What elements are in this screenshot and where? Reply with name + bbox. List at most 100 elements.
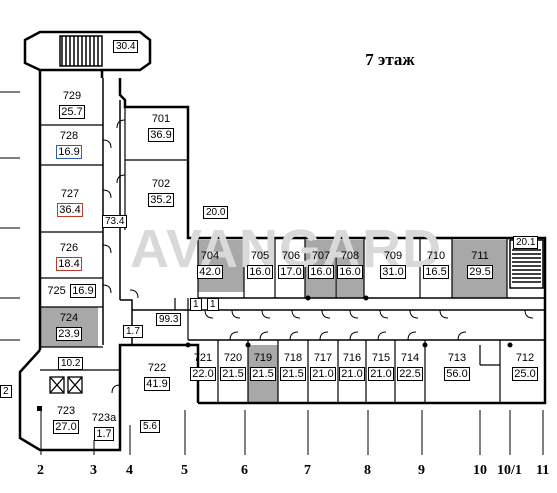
room-area: 29.5 [467, 265, 493, 279]
stair-top-hatch [59, 35, 103, 67]
floor-title: 7 этаж [365, 50, 415, 69]
room-area: 18.4 [56, 257, 82, 271]
room-729[interactable]: 729 25.7 [56, 90, 88, 120]
room-area: 25.7 [59, 105, 85, 119]
room-711[interactable]: 711 29.5 [463, 250, 497, 280]
tag-corridor-993: 99.3 [156, 313, 182, 326]
room-area: 36.9 [148, 128, 174, 142]
outer-walls [18, 30, 547, 452]
room-710[interactable]: 710 16.5 [421, 250, 451, 280]
room-727[interactable]: 727 36.4 [53, 188, 87, 218]
room-712[interactable]: 712 25.0 [508, 352, 542, 382]
room-area: 21.5 [250, 367, 276, 381]
room-number: 725 [47, 285, 66, 297]
room-714[interactable]: 714 22.5 [395, 352, 425, 382]
axis-lines [0, 91, 544, 455]
room-number: 712 [515, 352, 535, 364]
room-716[interactable]: 716 21.0 [337, 352, 367, 382]
room-726[interactable]: 726 18.4 [53, 242, 85, 272]
room-area: 16.9 [56, 145, 82, 159]
room-708[interactable]: 708 16.0 [335, 250, 365, 280]
axis-label: 8 [364, 463, 371, 478]
axis-label: 6 [241, 463, 248, 478]
room-area: 31.0 [380, 265, 406, 279]
door-arcs [102, 119, 534, 394]
room-713[interactable]: 713 56.0 [440, 352, 474, 382]
room-702[interactable]: 702 35.2 [144, 178, 178, 208]
room-718[interactable]: 718 21.5 [278, 352, 308, 382]
room-area: 16.5 [423, 265, 449, 279]
room-number: 718 [283, 352, 303, 364]
room-area: 22.5 [397, 367, 423, 381]
room-number: 711 [471, 250, 489, 262]
room-728[interactable]: 728 16.9 [53, 130, 85, 160]
room-723[interactable]: 723 27.0 [50, 405, 82, 435]
room-area: 41.9 [144, 377, 170, 391]
room-724[interactable]: 724 23.9 [53, 312, 85, 342]
room-area: 21.0 [310, 367, 336, 381]
room-area: 21.5 [280, 367, 306, 381]
room-number: 721 [193, 352, 213, 364]
room-704[interactable]: 704 42.0 [195, 250, 225, 280]
room-719[interactable]: 719 21.5 [248, 352, 278, 382]
room-number: 715 [371, 352, 391, 364]
room-717[interactable]: 717 21.0 [308, 352, 338, 382]
room-number: 726 [59, 242, 79, 254]
room-area: 16.0 [247, 265, 273, 279]
room-area: 25.0 [512, 367, 538, 381]
axis-label: 4 [126, 463, 133, 478]
room-area: 35.2 [148, 193, 174, 207]
room-area: 16.0 [337, 265, 363, 279]
room-number: 707 [311, 250, 331, 262]
room-number: 709 [383, 250, 403, 262]
room-number: 705 [250, 250, 270, 262]
room-725[interactable]: 725 16.9 [44, 281, 99, 299]
tag-small-56: 5.6 [140, 420, 160, 433]
room-number: 706 [281, 250, 301, 262]
room-number: 713 [447, 352, 467, 364]
room-area: 16.0 [308, 265, 334, 279]
room-number: 708 [340, 250, 360, 262]
room-721[interactable]: 721 22.0 [188, 352, 218, 382]
room-722[interactable]: 722 41.9 [140, 362, 174, 392]
room-number: 729 [62, 90, 82, 102]
room-number: 727 [60, 188, 80, 200]
room-number: 710 [426, 250, 446, 262]
room-area: 36.4 [57, 203, 83, 217]
room-area: 16.9 [70, 284, 96, 298]
tag-one-a: 1 [190, 298, 202, 311]
axis-label: 9 [418, 463, 425, 478]
room-number: 728 [59, 130, 79, 142]
room-number: 722 [147, 362, 167, 374]
column-dots [185, 295, 513, 348]
room-705[interactable]: 705 16.0 [245, 250, 275, 280]
room-723a[interactable]: 723a 1.7 [88, 412, 120, 442]
room-number: 723a [91, 412, 117, 424]
room-number: 723 [56, 405, 76, 417]
axis-label: 10 [473, 463, 487, 478]
tag-small-102: 10.2 [58, 357, 84, 370]
tag-small-17: 1.7 [123, 325, 143, 338]
partition-walls [40, 107, 508, 403]
room-area: 27.0 [53, 420, 79, 434]
tag-one-b: 1 [207, 298, 219, 311]
room-area: 42.0 [197, 265, 223, 279]
room-area: 22.0 [190, 367, 216, 381]
tag-left-2: 2 [0, 385, 12, 398]
elevator-icons [49, 376, 83, 394]
room-715[interactable]: 715 21.0 [366, 352, 396, 382]
axis-label: 5 [181, 463, 188, 478]
room-number: 724 [59, 312, 79, 324]
room-709[interactable]: 709 31.0 [377, 250, 409, 280]
room-707[interactable]: 707 16.0 [306, 250, 336, 280]
room-number: 717 [313, 352, 333, 364]
room-701[interactable]: 701 36.9 [144, 113, 178, 143]
room-706[interactable]: 706 17.0 [276, 250, 306, 280]
room-number: 702 [151, 178, 171, 190]
room-720[interactable]: 720 21.5 [218, 352, 248, 382]
axis-label: 3 [90, 463, 97, 478]
tag-corridor-734: 73.4 [102, 215, 128, 228]
room-area: 21.0 [368, 367, 394, 381]
room-area: 17.0 [278, 265, 304, 279]
room-number: 719 [253, 352, 273, 364]
